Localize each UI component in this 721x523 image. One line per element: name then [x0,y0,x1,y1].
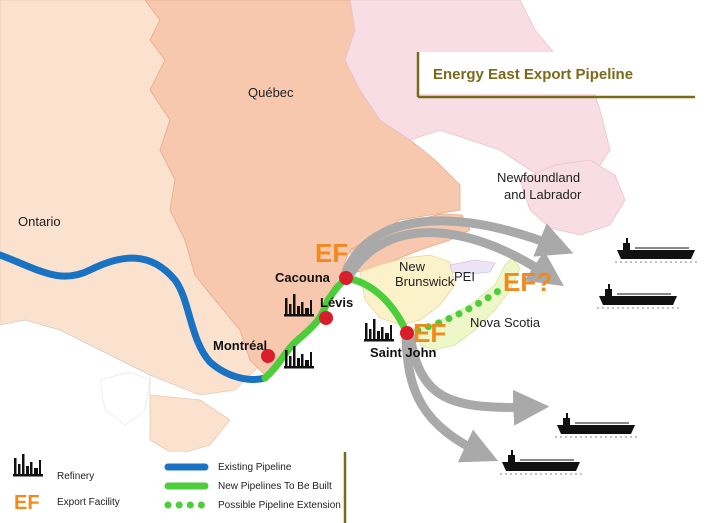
label-ontario: Ontario [18,214,61,229]
label-new-brunswick-line2: Brunswick [395,274,455,289]
region-new-brunswick [359,254,456,326]
label-newfoundland-line2: and Labrador [504,187,582,202]
label-quebec: Québec [248,85,294,100]
label-new-brunswick-line1: New [399,259,426,274]
marker-montreal [261,349,275,363]
legend: Refinery EF Export Facility Existing Pip… [0,452,347,523]
label-cacouna: Cacouna [275,270,331,285]
label-levis: Lévis [320,295,353,310]
existing-pipeline [0,251,269,383]
marker-cacouna [339,271,353,285]
title-box: Energy East Export Pipeline [416,52,695,99]
legend-existing-pipeline-label: Existing Pipeline [218,462,292,473]
export-facility-cacouna: EF [315,238,348,268]
legend-possible-extension-label: Possible Pipeline Extension [218,500,341,511]
export-routes [340,216,574,463]
region-nova-scotia [419,257,521,351]
legend-export-facility-symbol: EF [14,492,40,514]
export-arrow-cacouna-north [340,216,574,280]
marker-saint-john [400,326,414,340]
region-pei [449,259,496,275]
legend-export-facility-label: Export Facility [57,497,120,508]
label-pei: PEI [454,269,475,284]
possible-pipeline-extension [403,286,504,337]
label-nova-scotia: Nova Scotia [470,315,541,330]
label-montreal: Montréal [213,338,267,353]
export-facility-nova-scotia: EF? [503,267,552,297]
new-pipeline-cacouna-saintjohn [342,274,411,337]
new-pipeline-montreal-cacouna [261,274,350,382]
lake-huron [99,371,151,426]
label-saint-john: Saint John [370,345,437,360]
export-arrow-saintjohn-south [401,333,499,463]
export-arrow-cacouna-south [343,228,564,287]
export-facility-saint-john: EF [413,318,446,348]
label-newfoundland-line1: Newfoundland [497,170,580,185]
legend-refinery-label: Refinery [57,471,94,482]
legend-new-pipeline-label: New Pipelines To Be Built [218,481,332,492]
marker-levis [319,311,333,325]
map-title: Energy East Export Pipeline [433,66,633,83]
export-arrow-saintjohn-east [405,330,550,426]
region-newfoundland-island [519,159,626,236]
region-southern-ontario [149,394,231,456]
